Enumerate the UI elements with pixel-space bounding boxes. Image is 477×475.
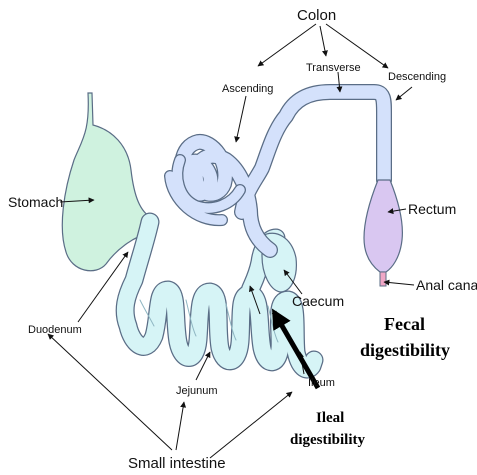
small-intestine-to-ileum-arrow bbox=[210, 392, 292, 458]
anal-canal-label: Anal canal bbox=[416, 277, 477, 293]
ileal-callout-line1: Ileal bbox=[316, 410, 344, 426]
anal-canal-pointer bbox=[384, 282, 414, 285]
jejunum-label: Jejunum bbox=[176, 385, 218, 397]
duodenum-label: Duodenum bbox=[28, 324, 82, 336]
small-intestine-label: Small intestine bbox=[128, 455, 226, 472]
ileal-callout-line2: digestibility bbox=[290, 432, 366, 448]
ascending-pointer bbox=[236, 96, 246, 142]
ileum-label: Ileum bbox=[308, 377, 335, 389]
descending-label: Descending bbox=[388, 71, 446, 83]
colon-label: Colon bbox=[297, 7, 336, 24]
rectum-label: Rectum bbox=[408, 201, 456, 217]
transverse-label: Transverse bbox=[306, 62, 361, 74]
ascending-label: Ascending bbox=[222, 83, 273, 95]
fecal-callout-line2: digestibility bbox=[360, 340, 450, 360]
descending-pointer bbox=[396, 87, 412, 100]
rectum-shape bbox=[364, 180, 402, 286]
fecal-callout-line1: Fecal bbox=[384, 314, 425, 334]
colon-shape bbox=[170, 92, 384, 250]
small-intestine-to-jejunum-arrow bbox=[176, 402, 184, 450]
colon-to-transverse-arrow bbox=[320, 26, 326, 56]
caecum-label: Caecum bbox=[292, 293, 344, 309]
colon-to-ascending-arrow bbox=[258, 24, 316, 66]
stomach-label: Stomach bbox=[8, 194, 63, 210]
